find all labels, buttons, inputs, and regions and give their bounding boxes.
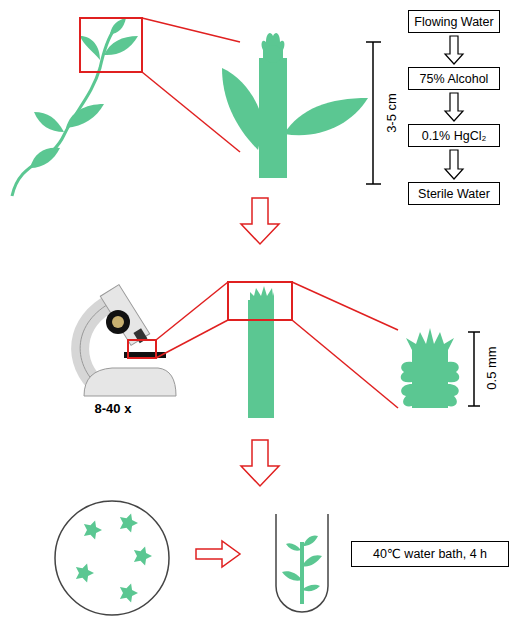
flow-arrow [445, 150, 463, 179]
box-text: Flowing Water [414, 15, 493, 29]
process-step-box: 75% Alcohol [408, 67, 500, 90]
box-text: 0.1% HgCl₂ [422, 129, 487, 143]
process-step-box: 0.1% HgCl₂ [408, 124, 500, 147]
stem-segment [248, 286, 274, 418]
condition-box: 40℃ water bath, 4 h [351, 541, 509, 567]
process-step-box: Flowing Water [408, 10, 500, 33]
dimension-label: 0.5 mm [484, 346, 499, 389]
scale-bar [468, 332, 480, 406]
zoom-frame [128, 340, 156, 358]
petri-dish [55, 501, 169, 615]
zoom-frame [80, 18, 142, 72]
scale-bar [366, 42, 381, 184]
shoot-tip [401, 328, 460, 408]
box-text: Sterile Water [418, 187, 490, 201]
shoot-cutting [222, 33, 368, 178]
microscope [80, 285, 176, 396]
plant [12, 18, 138, 196]
box-text: 75% Alcohol [420, 72, 489, 86]
step-arrow [196, 541, 240, 567]
dimension-label: 3-5 cm [384, 93, 399, 133]
flow-arrow [445, 36, 463, 64]
zoom-frame [228, 282, 292, 320]
magnification-label: 8-40 x [95, 401, 132, 416]
flow-arrow [445, 93, 463, 121]
test-tube [276, 514, 328, 612]
step-arrow [241, 198, 279, 244]
step-arrow [241, 440, 279, 486]
box-text: 40℃ water bath, 4 h [373, 547, 487, 561]
process-step-box: Sterile Water [408, 182, 500, 205]
